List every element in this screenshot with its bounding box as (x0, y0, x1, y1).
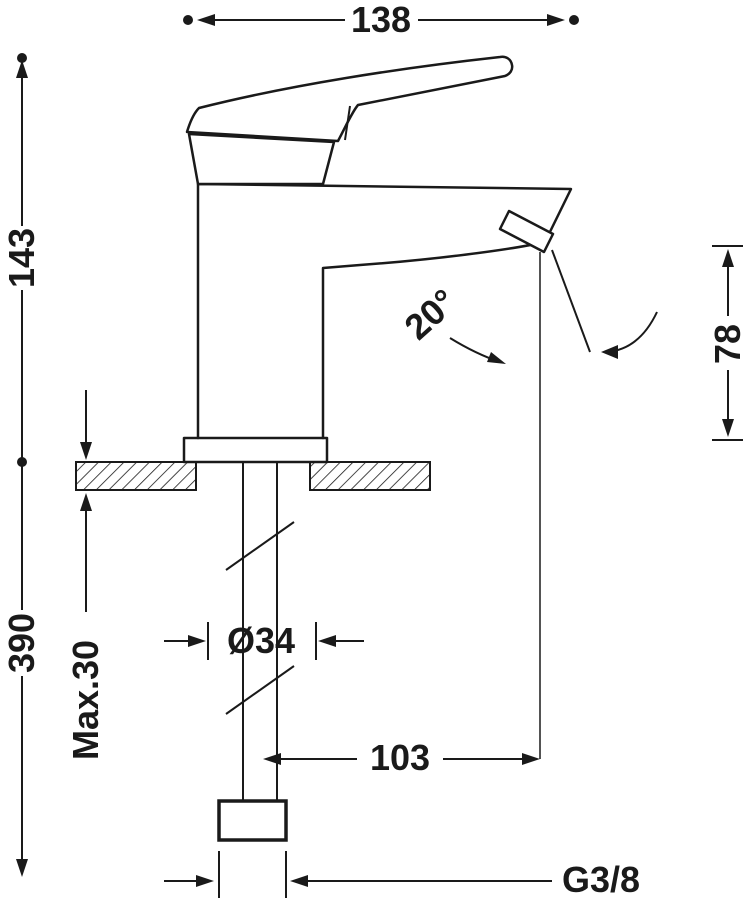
angle-arc-arrow (605, 311, 658, 353)
faucet-lever (185, 55, 514, 143)
faucet-base-flange (182, 436, 329, 464)
dim-arrowhead-left (197, 14, 215, 26)
dim-extension-dot (17, 53, 27, 63)
dim-arrowhead-up (722, 249, 734, 267)
dim-extension-dot (569, 15, 579, 25)
dimension-spout-projection: 103 (263, 737, 540, 778)
threaded-rod (225, 462, 295, 800)
dim-label-overall-width: 138 (351, 0, 411, 40)
dim-arrowhead-down (722, 419, 734, 437)
mounting-nut (217, 799, 288, 842)
dim-extension-dot (17, 457, 27, 467)
dim-arrowhead-left (263, 753, 281, 765)
rod-break-mark (225, 521, 295, 571)
dim-label-outlet-angle: 20° (396, 281, 464, 348)
dimension-hole-diameter: Ø34 (164, 620, 364, 661)
dim-label-max-deck-thickness: Max.30 (65, 640, 106, 760)
dimension-hose-length: 390 (1, 466, 42, 877)
water-stream-line (551, 249, 591, 353)
dim-label-height-above-deck: 143 (1, 228, 42, 288)
annotation-outlet-angle: 20° (396, 281, 658, 364)
dim-label-hose-length: 390 (1, 613, 42, 673)
angle-leader-arrowhead (487, 352, 506, 364)
dim-arrowhead-right (547, 14, 565, 26)
dim-label-thread-size: G3/8 (562, 859, 640, 900)
mounting-deck-left (75, 461, 197, 491)
dim-extension-dot (183, 15, 193, 25)
faucet-aerator (498, 209, 555, 254)
lever-detail-line (344, 105, 351, 141)
dim-arrowhead-right (522, 753, 540, 765)
dimension-outlet-height: 78 (707, 245, 743, 441)
dim-arrowhead-down (80, 442, 92, 460)
dimension-max-deck-thickness: Max.30 (65, 390, 106, 760)
dim-arrowhead-up (80, 493, 92, 511)
rod-break-mark (225, 665, 295, 715)
dim-arrowhead-top (16, 60, 28, 78)
dim-arrowhead-right (196, 875, 214, 887)
dimension-overall-width: 138 (183, 0, 579, 40)
angle-arc-arrowhead (601, 345, 618, 359)
dimension-height-above-deck: 143 (1, 53, 42, 467)
dim-arrowhead-left (290, 875, 308, 887)
dim-arrowhead-right (188, 635, 206, 647)
faucet-outline (75, 55, 573, 842)
dim-arrowhead-bottom (16, 859, 28, 877)
dim-arrowhead-left (318, 635, 336, 647)
dimension-thread-size: G3/8 (164, 851, 640, 900)
dim-label-outlet-height: 78 (707, 324, 743, 364)
mounting-deck-right (309, 461, 431, 491)
dim-label-hole-diameter: Ø34 (227, 620, 295, 661)
dim-label-spout-projection: 103 (370, 737, 430, 778)
faucet-lever-base (187, 132, 336, 186)
